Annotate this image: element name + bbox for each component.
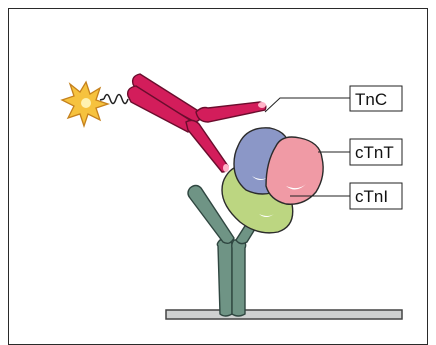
tnc-leader — [264, 97, 350, 113]
starburst-icon — [60, 80, 111, 129]
ctni-label-text: cTnI — [355, 187, 388, 206]
troponin-complex — [221, 127, 324, 234]
label-ctni: cTnI — [349, 182, 403, 210]
label-ctnt: cTnT — [349, 138, 403, 166]
tnc-label-text: TnC — [355, 90, 387, 109]
solid-surface — [165, 309, 403, 320]
label-tnc: TnC — [349, 85, 403, 112]
spring-icon — [99, 93, 129, 105]
ctni-highlight — [259, 214, 274, 217]
ctnt-subunit — [265, 136, 324, 205]
figure-frame — [8, 8, 428, 345]
ctnt-label-text: cTnT — [355, 143, 394, 162]
detection-antibody — [126, 73, 267, 173]
leader-lines — [264, 97, 350, 197]
ctnt-highlight — [286, 184, 306, 190]
tnc-highlight — [252, 176, 270, 180]
